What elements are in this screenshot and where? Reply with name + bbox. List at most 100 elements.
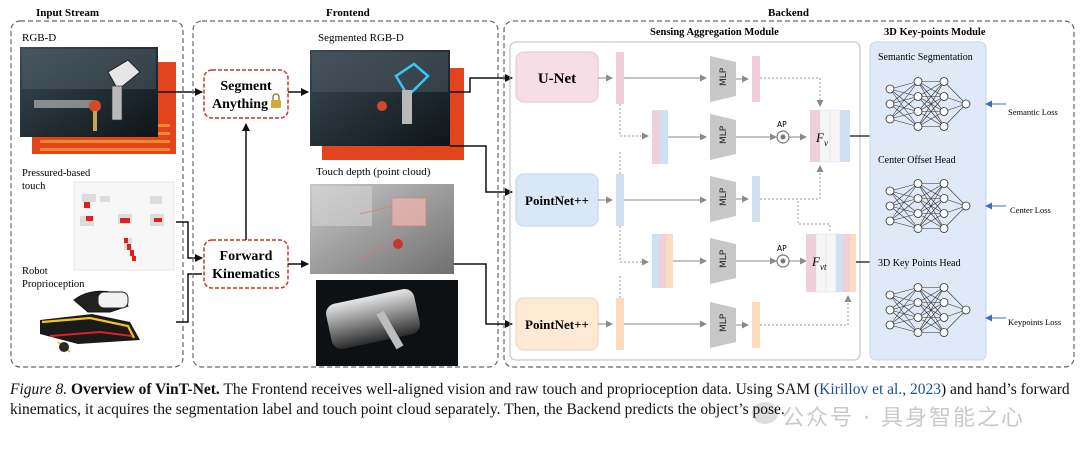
nn-edge bbox=[917, 302, 945, 333]
nn-edge bbox=[917, 198, 945, 229]
mlp-label-4: MLP bbox=[719, 249, 729, 268]
ap-node-touch: AP bbox=[776, 244, 790, 268]
nn-edge bbox=[889, 287, 919, 311]
nn-node-semantic bbox=[939, 122, 949, 131]
nn-edge bbox=[889, 81, 919, 90]
nn-node-semantic bbox=[885, 114, 895, 124]
nn-node-center bbox=[885, 216, 895, 226]
nn-node-keypoints bbox=[885, 305, 895, 315]
frontend-title: Frontend bbox=[326, 7, 370, 19]
nn-edge bbox=[917, 81, 945, 112]
nn-edge bbox=[943, 81, 967, 105]
nn-edge bbox=[917, 183, 945, 214]
nn-edge bbox=[917, 287, 945, 318]
mlp-block-1 bbox=[710, 56, 736, 102]
touch-label-line1: Pressured-based bbox=[22, 168, 91, 179]
nn-edge bbox=[943, 287, 967, 311]
nn-edge bbox=[889, 287, 919, 326]
mlp-block-2 bbox=[710, 114, 736, 160]
robot-hand-image bbox=[40, 290, 140, 353]
nn-edge bbox=[917, 213, 945, 229]
nn-node-keypoints bbox=[939, 328, 949, 337]
caption-part1: The Frontend receives well-aligned visio… bbox=[219, 381, 820, 398]
nn-node-semantic bbox=[885, 84, 895, 94]
nn-node-center bbox=[885, 186, 895, 196]
mlp-blocks bbox=[710, 56, 736, 348]
nn-node-keypoints bbox=[913, 283, 923, 292]
head-keypoints-label: 3D Key Points Head bbox=[878, 258, 961, 269]
touch-sensor-image bbox=[73, 181, 175, 271]
post-mlp-bar-3 bbox=[752, 176, 760, 222]
touch-depth-label: Touch depth (point cloud) bbox=[316, 166, 431, 178]
nn-node-semantic bbox=[913, 107, 923, 116]
nn-edge bbox=[889, 183, 919, 222]
mlp-label-1: MLP bbox=[719, 67, 729, 86]
nn-heads bbox=[885, 77, 971, 337]
head-center-label: Center Offset Head bbox=[878, 155, 956, 166]
arrow-proprio-to-fk bbox=[176, 273, 202, 323]
nn-node-center bbox=[961, 201, 971, 211]
feature-bar-unet bbox=[616, 52, 624, 104]
watermark: 公众号 · 具身智能之心 bbox=[782, 406, 1025, 431]
feature-fv: F v bbox=[810, 109, 850, 163]
nn-edge bbox=[943, 205, 967, 229]
nn-node-semantic bbox=[885, 99, 895, 109]
nn-node-center bbox=[913, 224, 923, 233]
segmented-rgbd-image bbox=[310, 50, 464, 160]
ap-label-touch: AP bbox=[777, 244, 787, 253]
nn-edge bbox=[943, 309, 967, 333]
proprio-label-line2: Proprioception bbox=[22, 279, 85, 290]
fv-sub: v bbox=[824, 138, 828, 148]
segmented-rgbd-label: Segmented RGB-D bbox=[318, 32, 404, 44]
ap-node-vision: AP bbox=[776, 120, 790, 144]
nn-edge bbox=[917, 81, 945, 97]
nn-edge bbox=[889, 302, 919, 326]
nn-node-center bbox=[939, 179, 949, 188]
nn-edge bbox=[917, 96, 945, 127]
nn-edge bbox=[917, 183, 945, 229]
feature-bar-pointnet-vision bbox=[616, 174, 624, 226]
touch-label-line2: touch bbox=[22, 181, 46, 192]
sensing-aggregation-panel bbox=[509, 41, 861, 361]
pointnet-touch-label: PointNet++ bbox=[525, 317, 589, 332]
nn-edge bbox=[889, 220, 919, 229]
nn-node-keypoints bbox=[913, 328, 923, 337]
unet-label: U-Net bbox=[538, 71, 576, 87]
nn-edge bbox=[943, 103, 967, 127]
mlp-label-5: MLP bbox=[719, 313, 729, 332]
input-stream-title: Input Stream bbox=[36, 7, 99, 19]
forward-kinematics-line2: Kinematics bbox=[212, 267, 280, 282]
segment-anything-line1: Segment bbox=[220, 79, 272, 94]
nn-node-center bbox=[939, 224, 949, 233]
arrow-segmented-to-unet bbox=[450, 74, 513, 93]
nn-edge bbox=[943, 183, 967, 207]
nn-node-keypoints bbox=[913, 313, 923, 322]
post-mlp-bar-5 bbox=[752, 302, 760, 348]
caption-citation[interactable]: Kirillov et al., 2023 bbox=[819, 381, 941, 398]
segment-anything-line2: Anything bbox=[212, 97, 268, 112]
figure-caption: Figure 8. Overview of VinT-Net. The Fron… bbox=[10, 380, 1072, 420]
connector-pn-concat2 bbox=[619, 226, 649, 266]
mlp-label-3: MLP bbox=[719, 187, 729, 206]
nn-node-keypoints bbox=[913, 298, 923, 307]
nn-edge bbox=[917, 287, 945, 333]
nn-node-semantic bbox=[913, 77, 923, 86]
fv-main: F bbox=[815, 130, 825, 145]
mlp-block-4 bbox=[710, 238, 736, 284]
feature-bar-pointnet-touch bbox=[616, 298, 624, 350]
segment-anything-box: Segment Anything bbox=[203, 69, 289, 119]
nn-node-center bbox=[913, 194, 923, 203]
nn-node-center bbox=[885, 201, 895, 211]
nn-node-keypoints bbox=[885, 290, 895, 300]
can-closeup-image bbox=[316, 280, 458, 366]
nn-edge bbox=[889, 118, 919, 127]
nn-edge bbox=[917, 317, 945, 333]
nn-node-semantic bbox=[939, 107, 949, 116]
concat-stack-vision bbox=[652, 110, 668, 164]
rgbd-image bbox=[20, 47, 176, 154]
nn-node-center bbox=[939, 194, 949, 203]
backend-panel bbox=[503, 20, 1075, 368]
arrow-touch-to-fk bbox=[176, 221, 203, 262]
nn-edge bbox=[889, 81, 919, 105]
